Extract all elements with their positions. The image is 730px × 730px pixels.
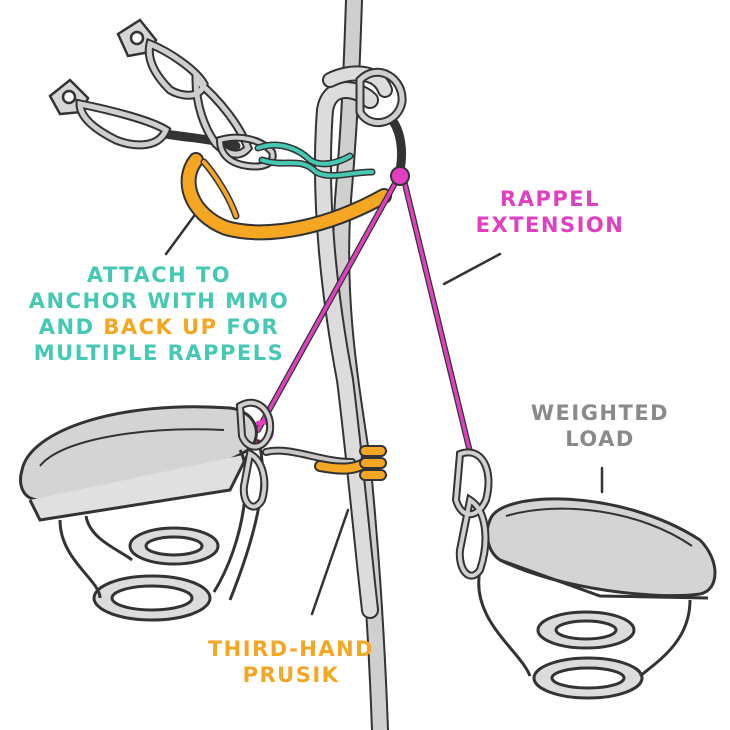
rappel-extension-line1: RAPPEL <box>500 187 600 211</box>
attach-line4: MULTIPLE RAPPELS <box>33 341 285 365</box>
anchor-bolt-icon <box>48 18 158 116</box>
weighted-load-label: WEIGHTED LOAD <box>520 400 680 452</box>
rope-icon <box>313 0 393 730</box>
harness-icon <box>477 497 717 700</box>
attach-line3: AND BACK UP FOR <box>14 314 304 340</box>
attach-line3-part1: AND <box>38 315 104 339</box>
attach-line1: ATTACH TO <box>86 263 232 287</box>
rappel-extension-label: RAPPEL EXTENSION <box>470 186 630 238</box>
attach-anchor-label: ATTACH TO ANCHOR WITH MMO AND BACK UP FO… <box>14 262 304 366</box>
harness-icon <box>19 405 264 622</box>
rappel-extension-line2: EXTENSION <box>475 213 625 237</box>
weighted-load-line2: LOAD <box>565 427 635 451</box>
third-hand-line1: THIRD-HAND <box>207 637 375 661</box>
third-hand-line2: PRUSIK <box>242 663 340 687</box>
attach-line3-part3: FOR <box>217 315 280 339</box>
attach-line2: ANCHOR WITH MMO <box>28 289 290 313</box>
weighted-load-line1: WEIGHTED <box>530 401 670 425</box>
third-hand-prusik-label: THIRD-HAND PRUSIK <box>196 636 386 688</box>
attach-line3-part2: BACK UP <box>103 315 218 339</box>
